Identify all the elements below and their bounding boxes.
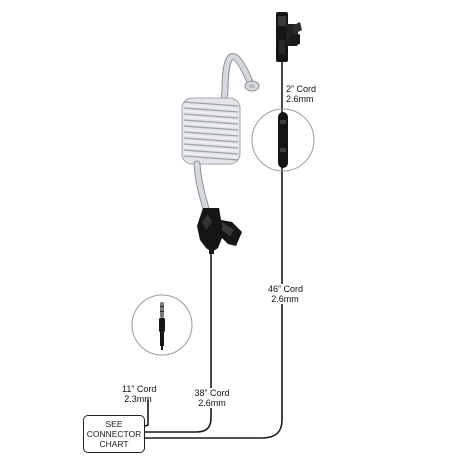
connector-chart-line3: CHART bbox=[99, 439, 129, 449]
plug-cord-diameter: 2.3mm bbox=[124, 394, 152, 404]
mid-cord-length: 38” Cord bbox=[194, 388, 230, 398]
connector-chart-line1: SEE bbox=[105, 419, 123, 429]
connector-chart-line2: CONNECTOR bbox=[86, 429, 142, 439]
clothing-clip bbox=[197, 208, 242, 254]
ptt-clip bbox=[276, 12, 302, 62]
cable-38in bbox=[144, 249, 212, 433]
top-cord-length: 2” Cord bbox=[286, 84, 317, 94]
long-cord-length: 46” Cord bbox=[268, 284, 304, 294]
long-cord-diameter: 2.6mm bbox=[271, 294, 299, 304]
long-cord-label: 46” Cord 2.6mm bbox=[268, 284, 304, 304]
cables bbox=[144, 59, 283, 439]
inline-mic bbox=[251, 108, 315, 172]
ear-tip bbox=[244, 80, 260, 92]
plug-cord-label: 11” Cord 2.3mm bbox=[122, 384, 157, 404]
cable-11in bbox=[144, 399, 149, 427]
top-cord-label: 2” Cord 2.6mm bbox=[286, 84, 316, 104]
cable-46in bbox=[144, 167, 283, 439]
plug-cord-length: 11” Cord bbox=[122, 384, 157, 394]
tube-coil bbox=[181, 97, 241, 165]
mid-cord-label: 38” Cord 2.6mm bbox=[194, 388, 230, 408]
see-connector-chart-button[interactable]: SEE CONNECTOR CHART bbox=[83, 415, 145, 453]
acoustic-tube bbox=[181, 53, 254, 216]
top-cord-diameter: 2.6mm bbox=[286, 94, 314, 104]
mid-cord-diameter: 2.6mm bbox=[198, 398, 226, 408]
audio-plug bbox=[131, 294, 193, 356]
